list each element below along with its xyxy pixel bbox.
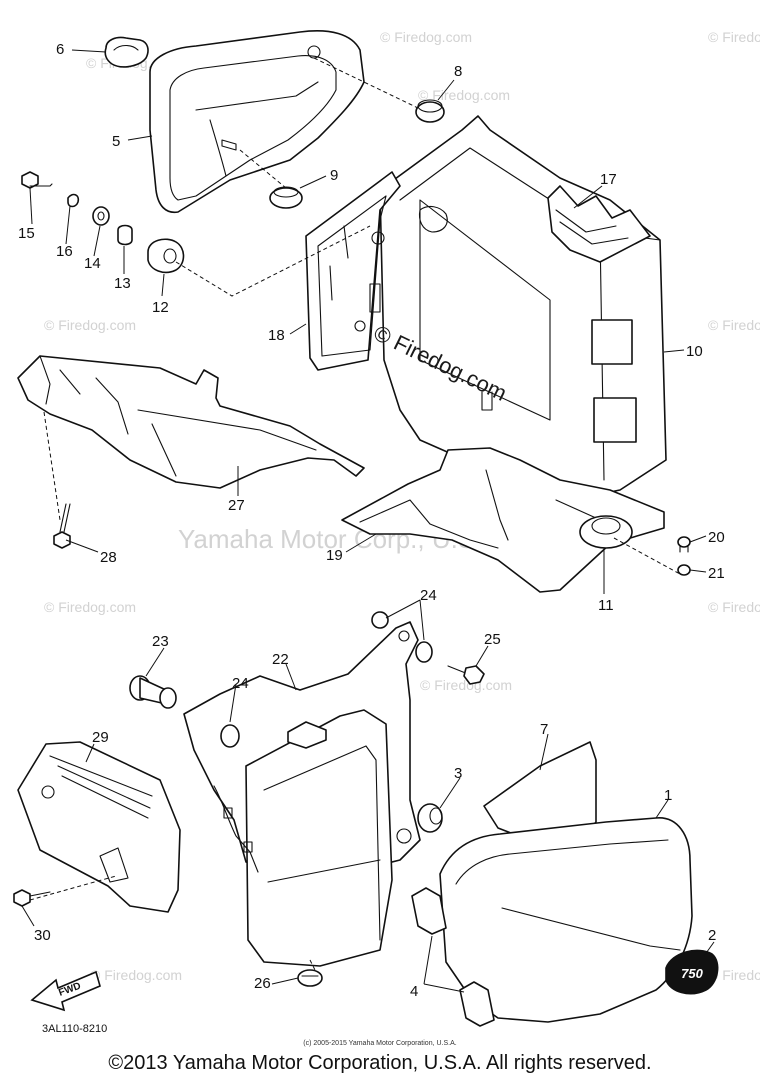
part-13-collar [117,224,133,246]
part-15-bolt [21,171,53,189]
label-8: 8 [454,63,462,80]
watermark-firedog: © Firedog.com [380,29,472,45]
label-4: 4 [410,983,418,1000]
label-30: 30 [34,927,51,944]
label-18: 18 [268,327,285,344]
watermark-firedog: © Firedog.com [708,29,760,45]
label-1: 1 [664,787,672,804]
label-10: 10 [686,343,703,360]
label-24-upper: 24 [420,587,437,604]
part-10-battery-box [379,115,667,501]
watermark-firedog: © Firedog.com [44,599,136,615]
label-25: 25 [484,631,501,648]
exploded-view-drawing: © Firedog.com © Firedog.com © Firedog.co… [13,29,760,1047]
part-24-washer-lower [220,724,240,748]
label-13: 13 [114,275,131,292]
label-16: 16 [56,243,73,260]
label-27: 27 [228,497,245,514]
part-9-grommet [269,186,303,209]
label-21: 21 [708,565,725,582]
label-17: 17 [600,171,617,188]
emblem-text: 750 [681,966,703,981]
part-21-washer [677,564,691,576]
watermark-firedog: © Firedog.com [708,967,760,983]
label-14: 14 [84,255,101,272]
part-23-bolt [129,675,177,709]
part-20-screw [677,536,691,553]
part-18-bracket [305,171,401,371]
label-23: 23 [152,633,169,650]
label-24-lower: 24 [232,675,249,692]
label-20: 20 [708,529,725,546]
part-26-damper [297,969,323,987]
label-9: 9 [330,167,338,184]
label-12: 12 [152,299,169,316]
watermark-firedog: © Firedog.com [418,87,510,103]
leader-lines [21,49,715,993]
label-5: 5 [112,133,120,150]
watermark-layer: © Firedog.com © Firedog.com © Firedog.co… [44,29,760,983]
part-2-emblem: 750 [665,949,719,995]
watermark-firedog: © Firedog.com [708,599,760,615]
watermark-firedog: © Firedog.com [708,317,760,333]
watermark-firedog: © Firedog.com [44,317,136,333]
small-copyright: (c) 2005-2015 Yamaha Motor Corporation, … [303,1040,456,1047]
watermark-firedog: © Firedog.com [420,677,512,693]
part-4-rubber-block [411,887,495,1027]
label-29: 29 [92,729,109,746]
diagram-code: 3AL110-8210 [42,1023,107,1035]
assembly-lines [29,57,681,973]
part-17-strap [547,185,651,263]
part-29-side-panel [17,741,181,913]
label-28: 28 [100,549,117,566]
part-3-grommet [417,803,443,833]
fwd-arrow-icon: FWD [30,970,101,1012]
part-1-side-cover [439,817,693,1023]
part-11-damper [579,515,633,549]
part-22-filter-case [183,621,421,967]
callout-labels: 6 5 8 9 17 10 15 16 14 13 12 18 27 28 19… [18,41,725,1000]
part-8-grommet [415,99,445,123]
part-24-washer-upper [371,611,433,663]
label-2: 2 [708,927,716,944]
part-27-duct [17,355,365,489]
part-30-bolt [13,889,51,907]
label-22: 22 [272,651,289,668]
label-19: 19 [326,547,343,564]
label-6: 6 [56,41,64,58]
part-28-bolt [53,503,71,549]
part-14-washer [92,206,110,226]
part-16-clip [67,193,80,208]
label-26: 26 [254,975,271,992]
label-7: 7 [540,721,548,738]
part-6-grommet [104,36,149,68]
part-5-side-cover [149,30,365,214]
label-15: 15 [18,225,35,242]
watermark-firedog: © Firedog.com [90,967,182,983]
footer-copyright: ©2013 Yamaha Motor Corporation, U.S.A. A… [108,1052,652,1074]
part-12-grommet [147,238,185,274]
label-11: 11 [598,597,614,614]
label-3: 3 [454,765,462,782]
